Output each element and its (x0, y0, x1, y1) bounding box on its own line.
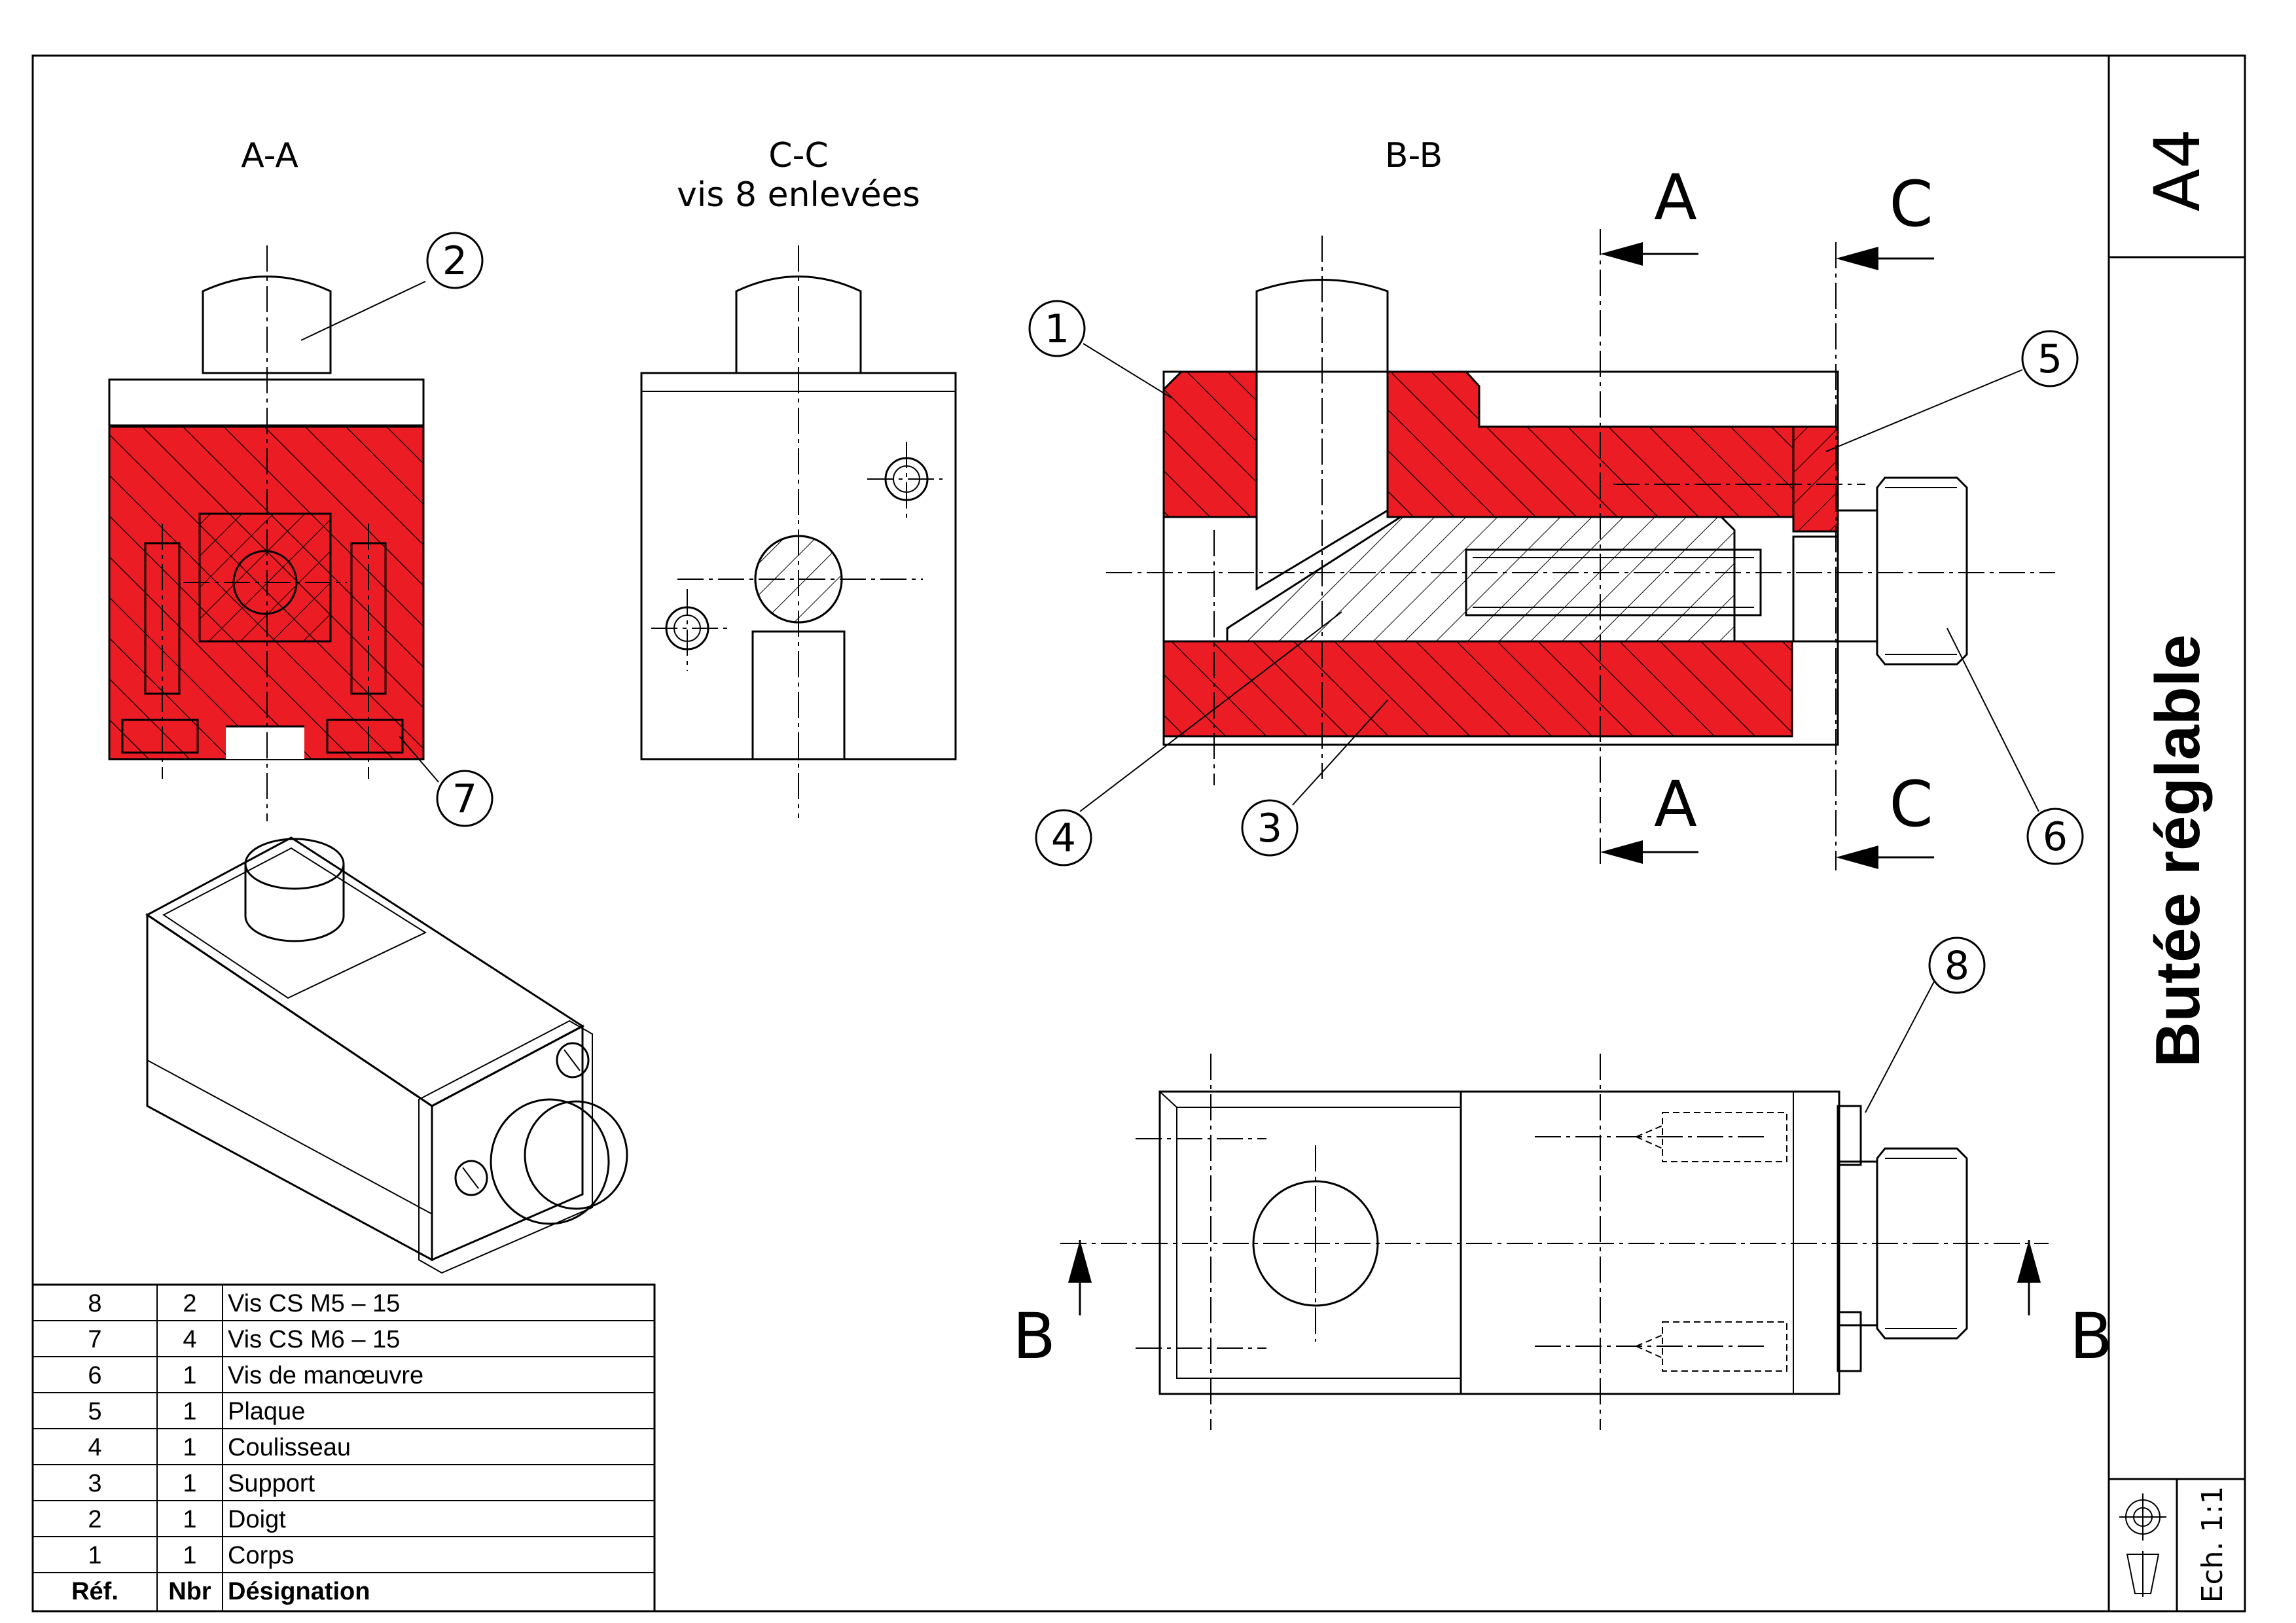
view-cc: C-C vis 8 enlevées (640, 136, 957, 818)
bom-row-7-nbr: 4 (183, 1326, 196, 1353)
balloon-7-text: 7 (452, 776, 477, 822)
title-block: A4 Butée réglable Ech. 1:1 (2119, 129, 2229, 1603)
bb-knob (1876, 476, 1968, 666)
bom-row-8-nbr: 2 (183, 1290, 196, 1317)
projection-symbol-icon (2119, 1493, 2166, 1597)
bom-row-1-ref: 1 (88, 1542, 101, 1569)
balloon-1-text: 1 (1045, 306, 1069, 352)
bom-row-5-designation: Plaque (228, 1398, 305, 1425)
balloon-4 (1035, 809, 1092, 866)
section-mark-c-bottom: C (1889, 768, 1933, 841)
bom-row-6-nbr: 1 (183, 1362, 196, 1389)
top-hidden-screw-1 (1662, 1112, 1787, 1162)
iso-right-face (431, 1024, 584, 1262)
bom-row-4-ref: 4 (88, 1434, 101, 1461)
balloon-4-text: 4 (1051, 815, 1076, 861)
section-mark-b-right: B (2070, 1300, 2113, 1373)
isometric-view (145, 836, 628, 1274)
section-mark-b-left: B (1013, 1300, 1056, 1373)
section-mark-c-top: C (1889, 168, 1933, 241)
format-label: A4 (2141, 129, 2214, 212)
balloon-3-text: 3 (1257, 806, 1282, 851)
bom-header-designation: Désignation (228, 1578, 370, 1605)
section-mark-a-top: A (1654, 161, 1697, 234)
bom-row-4-designation: Coulisseau (228, 1434, 351, 1461)
bom-header-ref: Réf. (71, 1578, 118, 1605)
bom-row-2-nbr: 1 (183, 1506, 196, 1533)
aa-screw-head-left (121, 719, 199, 754)
bom-row-2-ref: 2 (88, 1506, 101, 1533)
view-cc-note: vis 8 enlevées (677, 175, 920, 215)
balloon-7 (436, 770, 493, 827)
bom-row-8-designation: Vis CS M5 – 15 (228, 1290, 400, 1317)
balloon-6 (2026, 808, 2084, 865)
bom-row-7-ref: 7 (88, 1326, 101, 1353)
bb-threaded-hole (1465, 548, 1762, 616)
bom-row-6-ref: 6 (88, 1362, 101, 1389)
bom-row-5-ref: 5 (88, 1398, 101, 1425)
balloon-3 (1241, 799, 1299, 857)
iso-knob (490, 1098, 610, 1225)
view-bb-label: B-B (1385, 136, 1443, 175)
aa-leader-7 (399, 736, 439, 783)
top-view: B B 8 (1013, 936, 2113, 1430)
bom-row-3-nbr: 1 (183, 1470, 196, 1497)
balloon-1 (1028, 300, 1086, 357)
drawing-frame (31, 54, 2246, 1613)
view-aa: A-A 2 7 (108, 136, 493, 827)
bom-row-5-nbr: 1 (183, 1398, 196, 1425)
aa-finger-head (202, 276, 332, 374)
top-hidden-screw-2 (1662, 1321, 1787, 1372)
iso-top-face (145, 836, 584, 1107)
bom-row-2-designation: Doigt (228, 1506, 286, 1533)
balloon-5 (2021, 330, 2079, 387)
cc-finger-head (735, 276, 862, 374)
drawing-title: Butée réglable (2143, 634, 2213, 1067)
bom-row-6-designation: Vis de manœuvre (228, 1362, 423, 1389)
balloon-8 (1928, 936, 1986, 994)
bom-row-7-designation: Vis CS M6 – 15 (228, 1326, 400, 1353)
bom-table: 8 2 Vis CS M5 – 15 7 4 Vis CS M6 – 15 6 … (31, 1283, 656, 1613)
section-mark-a-bottom: A (1654, 768, 1697, 841)
bom-row-3-ref: 3 (88, 1470, 101, 1497)
view-bb: B-B (1028, 136, 2084, 870)
bb-screw-shank (1792, 535, 1839, 643)
bom-row-1-nbr: 1 (183, 1542, 196, 1569)
balloon-6-text: 6 (2043, 814, 2068, 860)
aa-leader-2 (300, 281, 426, 341)
scale-label: Ech. 1:1 (2196, 1486, 2229, 1603)
bom-row-3-designation: Support (228, 1470, 315, 1497)
bom-header-nbr: Nbr (168, 1578, 211, 1605)
balloon-2 (426, 232, 484, 289)
top-knob (1876, 1147, 1968, 1340)
bom-row-8-ref: 8 (88, 1290, 101, 1317)
bom-row-1-designation: Corps (228, 1542, 294, 1569)
iso-left-face (146, 913, 433, 1262)
view-cc-label: C-C (768, 136, 828, 175)
bb-finger (1255, 279, 1389, 591)
balloon-8-text: 8 (1945, 943, 1969, 989)
aa-screw-head-right (326, 719, 404, 754)
balloon-2-text: 2 (442, 238, 467, 284)
balloon-5-text: 5 (2037, 336, 2062, 382)
bom-row-4-nbr: 1 (183, 1434, 196, 1461)
view-aa-label: A-A (241, 136, 298, 175)
